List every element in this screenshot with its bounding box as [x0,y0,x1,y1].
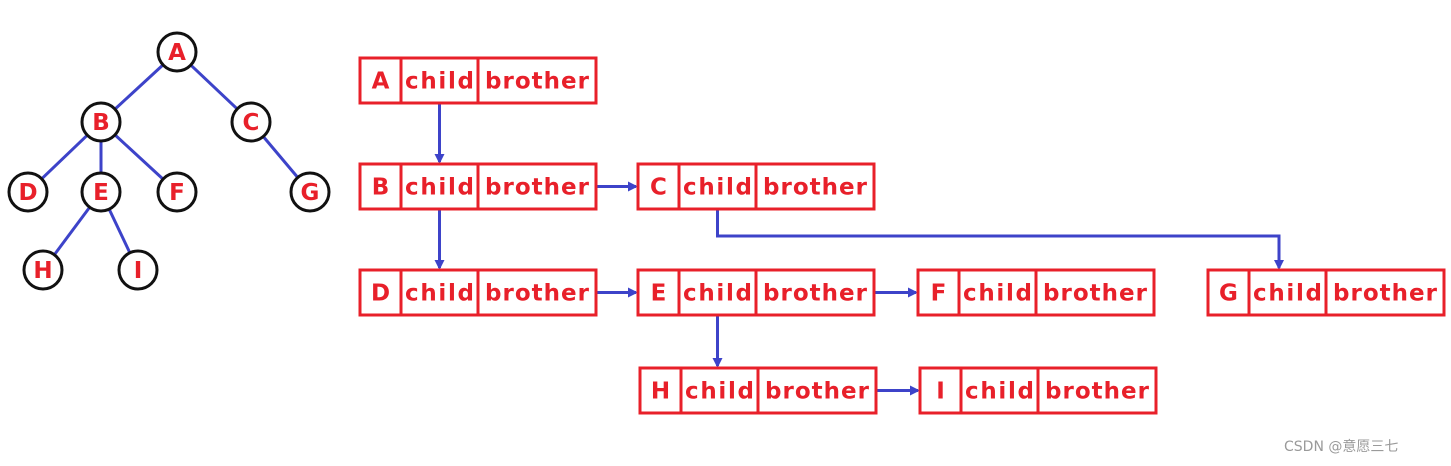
tree-node-label: B [92,110,110,136]
record-label-cell-text: F [931,281,947,307]
tree-node-circle [22,249,64,291]
tree-node-label: C [243,110,260,136]
record-label-cell-text: D [371,281,390,307]
tree-node-circle [156,171,198,213]
record-child-cell-text: child [405,281,474,307]
record-brother-cell-text: brother [485,281,590,307]
tree-edges [40,63,299,256]
record-brother-cell-text: brother [763,281,868,307]
tree-edge-E-H [53,206,91,256]
tree-node-E: E [80,171,122,213]
record-brother-cell-text: brother [1043,281,1148,307]
record-brother-cell [476,56,598,105]
record-child-cell-text: child [683,281,752,307]
tree-node-H: H [22,249,64,291]
tree-node-label: E [93,180,109,206]
record-brother-cell-text: brother [1333,281,1438,307]
tree-node-C: C [230,101,272,143]
record-brother-cell-text: brother [1045,379,1150,405]
record-brother-cell-text: brother [763,175,868,201]
tree-node-circle [156,31,198,73]
record-label-cell-text: E [651,281,667,307]
tree-node-F: F [156,171,198,213]
record-child-cell-text: child [965,379,1034,405]
tree-edge-B-F [113,133,165,181]
record-child-cell-text: child [683,175,752,201]
tree-edge-B-D [40,134,89,180]
tree-node-label: F [169,180,185,206]
record-brother-cell-text: brother [485,69,590,95]
record-child-cell-text: child [1253,281,1322,307]
record-child-cell-text: child [685,379,754,405]
pointer-arrow-C-child-G [716,186,1284,270]
tree-node-label: G [301,180,320,206]
record-child-cell-text: child [405,175,474,201]
record-child-cell-text: child [963,281,1032,307]
record-brother-cell [476,268,598,317]
tree-edge-E-I [107,208,132,254]
link-arrows [434,80,1284,396]
record-brother-cell [754,268,876,317]
tree-node-circle [230,101,272,143]
record-label-cell [636,268,681,317]
tree-edge-A-B [113,63,165,111]
record-brother-cell-text: brother [765,379,870,405]
record-brother-cell [1036,366,1158,415]
record-label-cell [918,366,963,415]
record-child-cell [399,56,480,105]
tree-node-circle [117,249,159,291]
tree-node-B: B [80,101,122,143]
record-label-cell [358,56,403,105]
record-brother-cell [1324,268,1446,317]
record-child-cell [957,268,1038,317]
tree-node-circle [80,101,122,143]
tree-node-label: A [168,40,186,66]
record-label-cell [638,366,683,415]
record-label-cell-text: I [936,379,945,405]
record-child-cell [679,366,760,415]
record-child-cell [399,162,480,211]
record-brother-cell-text: brother [485,175,590,201]
record-child-cell-text: child [405,69,474,95]
record-label-cell-text: C [650,175,667,201]
tree-node-circle [80,171,122,213]
record-label-cell-text: H [651,379,670,405]
tree-node-circle [289,171,331,213]
watermark: CSDN @意愿三七 [1284,439,1399,455]
record-brother-cell [1034,268,1156,317]
record-label-cell [358,268,403,317]
tree-nodes: A B C D E F G H I [7,31,331,291]
tree-node-I: I [117,249,159,291]
record-brother-cell [476,162,598,211]
record-label-cell [1206,268,1251,317]
record-brother-cell [754,162,876,211]
tree-node-label: D [18,180,37,206]
record-label-cell [358,162,403,211]
record-label-cell-text: A [372,69,390,95]
record-brother-cell [756,366,878,415]
tree-node-label: H [33,258,52,284]
tree-node-circle [7,171,49,213]
tree-node-G: G [289,171,331,213]
tree-node-label: I [134,258,143,284]
record-label-cell-text: B [372,175,390,201]
record-label-cell-text: G [1219,281,1238,307]
tree-node-A: A [156,31,198,73]
tree-node-D: D [7,171,49,213]
tree-edge-A-C [189,63,239,111]
tree-edge-C-G [262,135,299,179]
